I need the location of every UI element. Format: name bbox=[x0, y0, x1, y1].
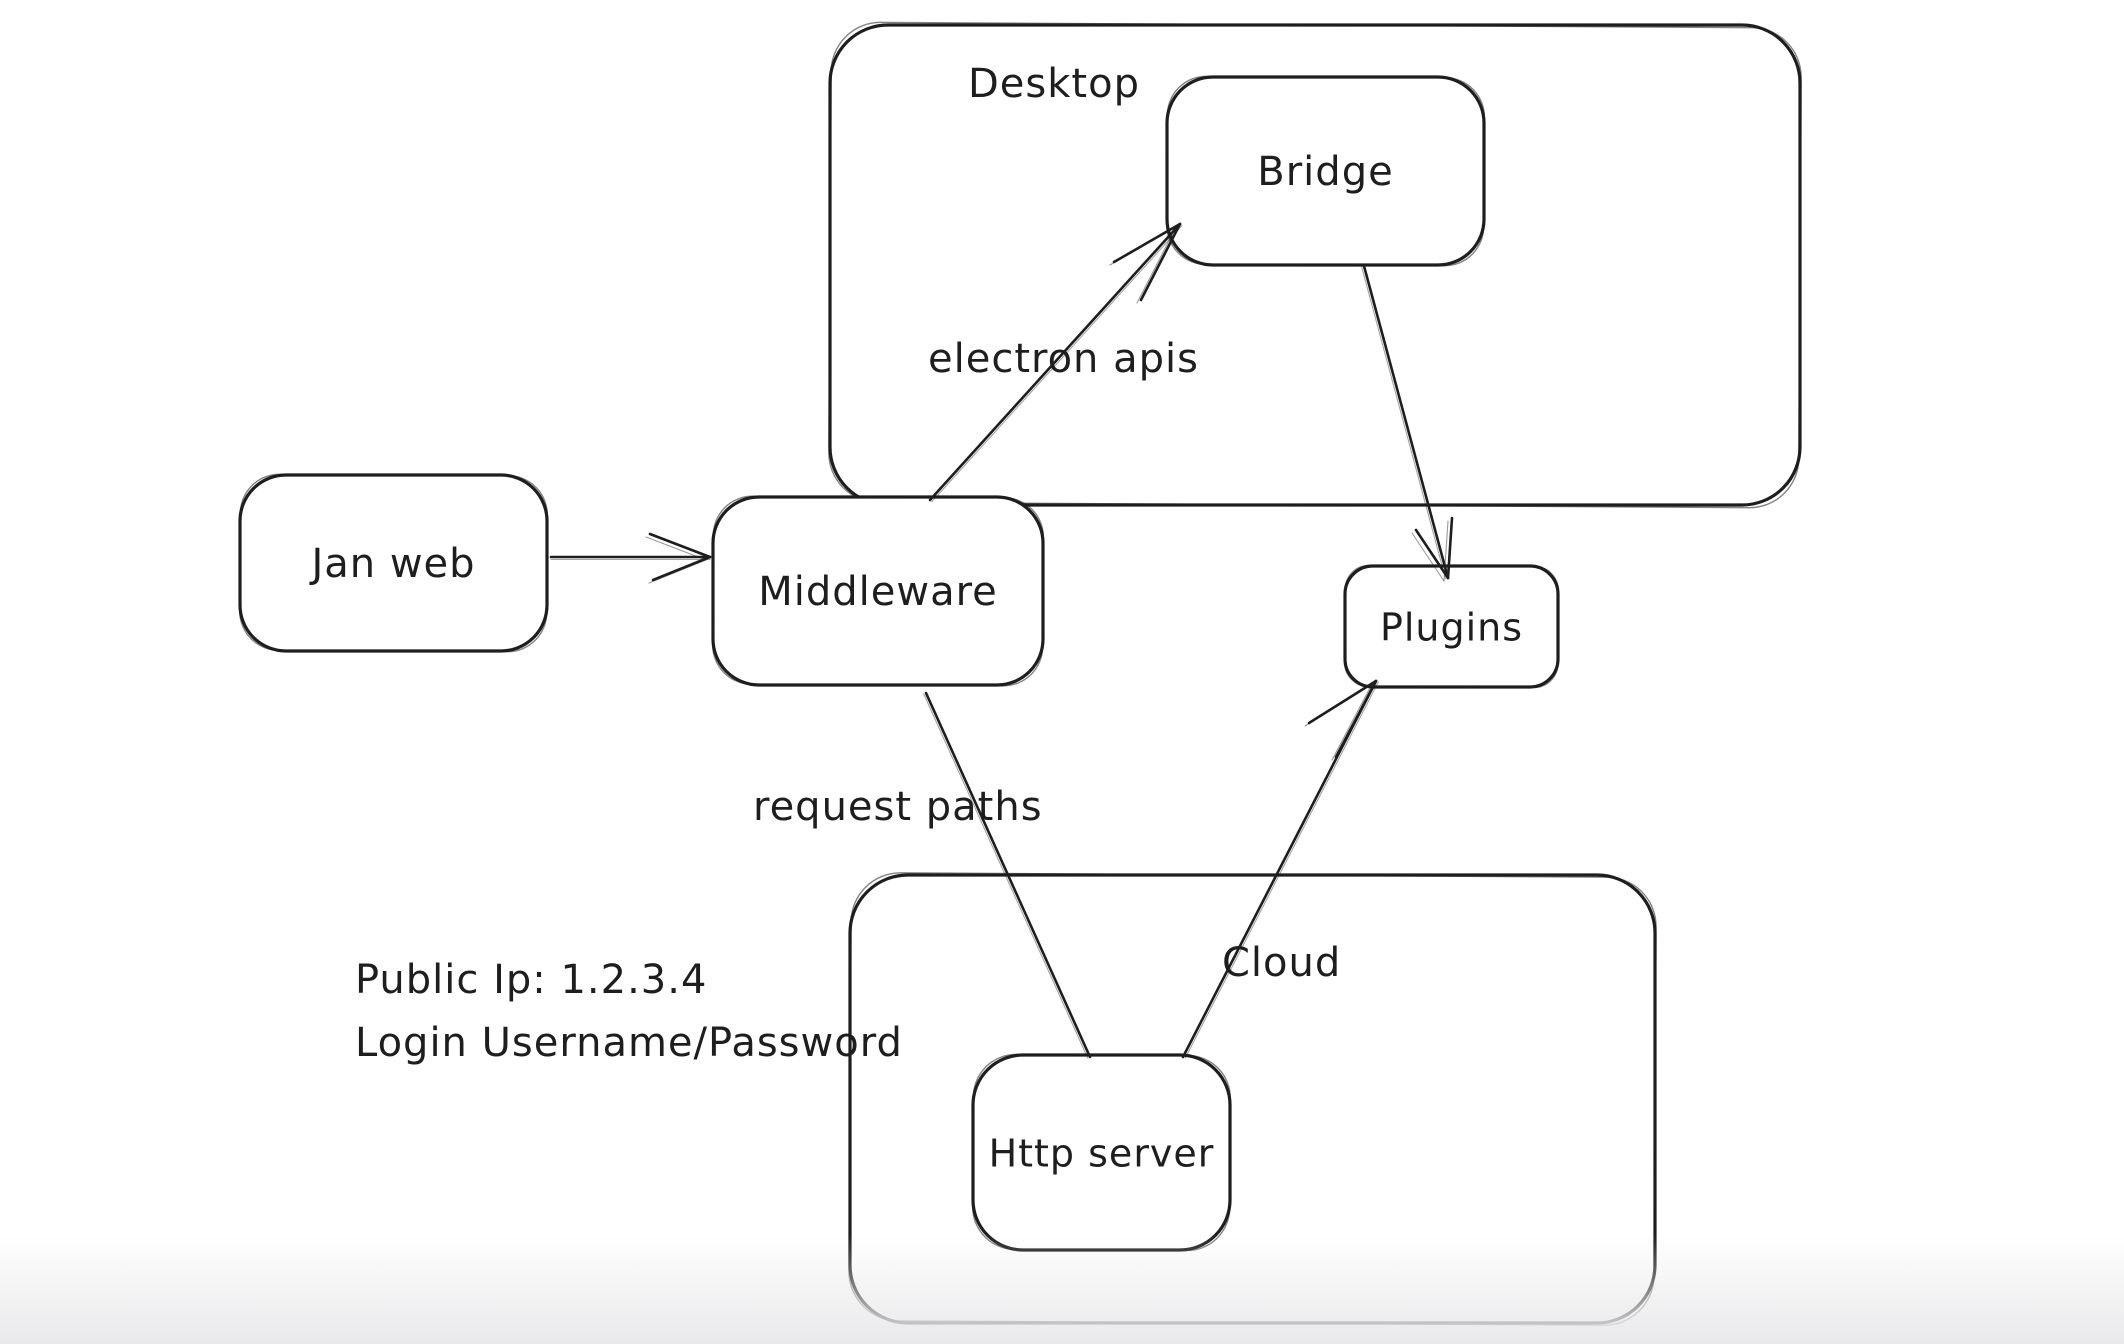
edge-middleware-to-bridge-arrowhead-sketch bbox=[1136, 226, 1177, 304]
edge-httpserver-to-plugins-arrowhead bbox=[1307, 679, 1378, 725]
edge-janweb-to-middleware-arrowhead-sketch bbox=[645, 536, 707, 561]
edge-bridge-to-plugins-arrowhead-sketch bbox=[1443, 520, 1449, 582]
node-label-jan-web[interactable]: Jan web bbox=[308, 541, 475, 587]
edge-bridge-to-plugins-arrowhead bbox=[1414, 528, 1450, 580]
node-plugins-sketch-stroke bbox=[1344, 564, 1559, 689]
node-jan-web-sketch-stroke bbox=[239, 473, 548, 653]
edge-bridge-to-plugins-arrowhead-sketch bbox=[1411, 532, 1445, 582]
edge-httpserver-to-plugins-arrowhead-sketch bbox=[1331, 683, 1373, 761]
edge-bridge-to-plugins[interactable] bbox=[1362, 264, 1450, 580]
edge-janweb-to-middleware-arrowhead bbox=[648, 532, 712, 559]
edge-bridge-to-plugins-sketch-stroke bbox=[1361, 266, 1447, 580]
edge-httpserver-to-plugins-arrowhead bbox=[1334, 679, 1378, 759]
edge-middleware-to-bridge-arrowhead-sketch bbox=[1109, 226, 1177, 266]
note-public-ip[interactable]: Public Ip: 1.2.3.4 bbox=[355, 957, 707, 1003]
node-label-bridge[interactable]: Bridge bbox=[1257, 149, 1393, 195]
node-bridge-sketch-stroke bbox=[1165, 75, 1486, 267]
container-desktop-sketch-stroke bbox=[828, 21, 1802, 509]
edge-httpserver-to-plugins-sketch-stroke bbox=[1184, 681, 1379, 1059]
edge-label-request-paths[interactable]: request paths bbox=[753, 784, 1043, 830]
node-label-http-server[interactable]: Http server bbox=[989, 1132, 1215, 1176]
edge-middleware-to-bridge-arrowhead bbox=[1112, 222, 1182, 264]
container-label-cloud[interactable]: Cloud bbox=[1222, 940, 1341, 986]
node-middleware-sketch-stroke bbox=[711, 495, 1045, 687]
edge-middleware-to-httpserver[interactable] bbox=[924, 691, 1092, 1059]
edge-bridge-to-plugins-arrowhead bbox=[1446, 516, 1454, 580]
note-login-credentials[interactable]: Login Username/Password bbox=[355, 1020, 903, 1066]
edge-middleware-to-bridge-sketch-stroke bbox=[931, 225, 1183, 503]
container-label-desktop[interactable]: Desktop bbox=[968, 61, 1140, 107]
edge-janweb-to-middleware-arrowhead-sketch bbox=[648, 559, 707, 584]
edge-httpserver-to-plugins-arrowhead-sketch bbox=[1304, 683, 1373, 727]
node-label-plugins[interactable]: Plugins bbox=[1380, 606, 1523, 650]
edge-middleware-to-bridge[interactable] bbox=[928, 222, 1182, 502]
edge-middleware-to-bridge-arrowhead bbox=[1139, 222, 1182, 302]
edge-middleware-to-httpserver-sketch-stroke bbox=[923, 693, 1089, 1059]
edge-label-electron-apis[interactable]: electron apis bbox=[928, 336, 1199, 382]
node-label-middleware[interactable]: Middleware bbox=[758, 569, 998, 615]
edge-janweb-to-middleware-arrowhead bbox=[651, 555, 712, 582]
